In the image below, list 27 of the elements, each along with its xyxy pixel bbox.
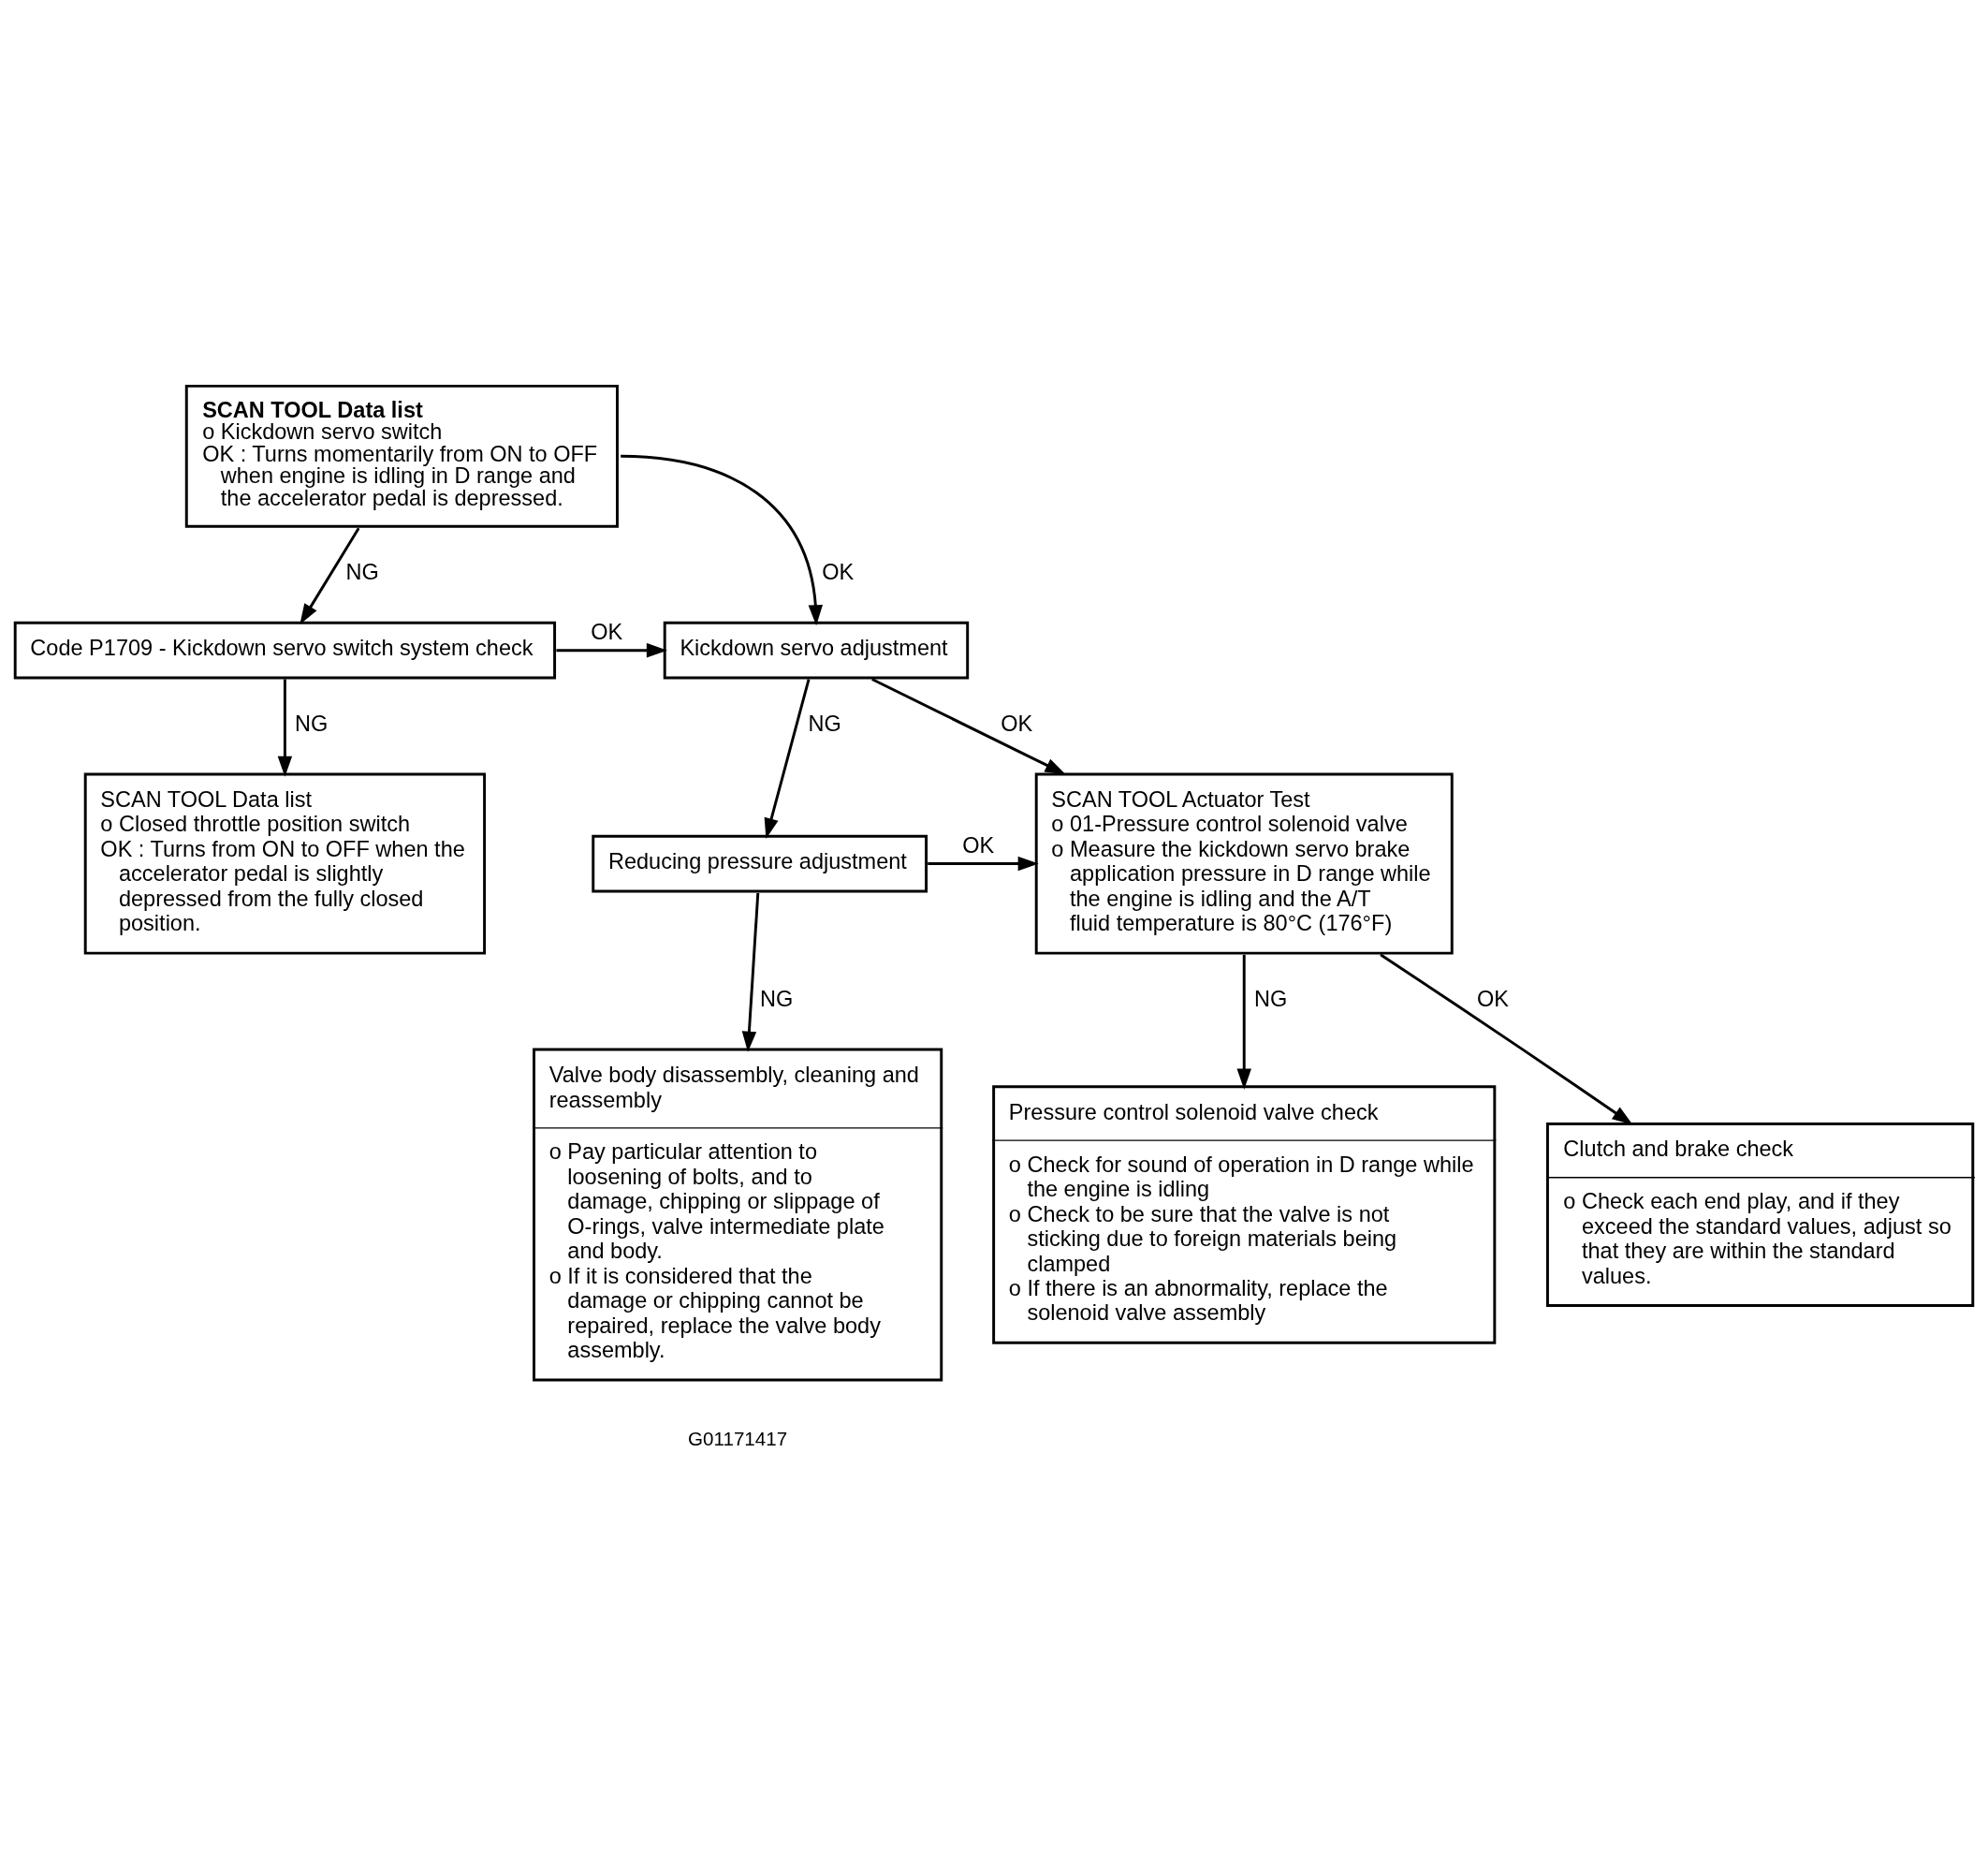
- arrow: [1236, 954, 1251, 1090]
- edge-label: NG: [295, 711, 329, 736]
- node-box: SCAN TOOL Actuator Test o 01-Pressure control solenoid valve o Measure the kickdown servo brake application pressure in D range while the engine is idling and the A/T fluid temperature is 80°C (176°F): [1034, 772, 1454, 955]
- edge-label: NG: [345, 559, 379, 584]
- edge-label: NG: [760, 986, 794, 1011]
- edge-label: NG: [808, 711, 841, 736]
- arrow: [928, 856, 1039, 871]
- node-box: Kickdown servo adjustment: [663, 621, 970, 680]
- node-box: SCAN TOOL Data list o Kickdown servo switch OK : Turns momentarily from ON to OFF when engine is idling in D range and the accelerator pedal is depressed.: [184, 384, 619, 528]
- edge-label: OK: [962, 832, 995, 858]
- arrow: [621, 454, 824, 625]
- edge-label: OK: [822, 559, 855, 584]
- node-box: Code P1709 - Kickdown servo switch system check: [13, 621, 557, 680]
- edge-label: OK: [591, 619, 623, 644]
- edge-label: OK: [1477, 986, 1510, 1011]
- arrow: [1380, 953, 1633, 1124]
- arrow: [277, 679, 293, 777]
- edge-label: NG: [1253, 986, 1288, 1011]
- node-box: SCAN TOOL Data list o Closed throttle position switch OK : Turns from ON to OFF when the accelerator pedal is slightly depressed from the fully closed position.: [83, 772, 487, 955]
- arrow: [300, 527, 360, 624]
- node-box: Reducing pressure adjustment: [592, 834, 928, 892]
- arrow: [556, 642, 667, 657]
- label: G01171417: [688, 1427, 788, 1449]
- arrow: [741, 892, 760, 1052]
- arrow: [764, 678, 811, 839]
- arrow: [871, 677, 1066, 774]
- edge-label: OK: [1001, 711, 1033, 736]
